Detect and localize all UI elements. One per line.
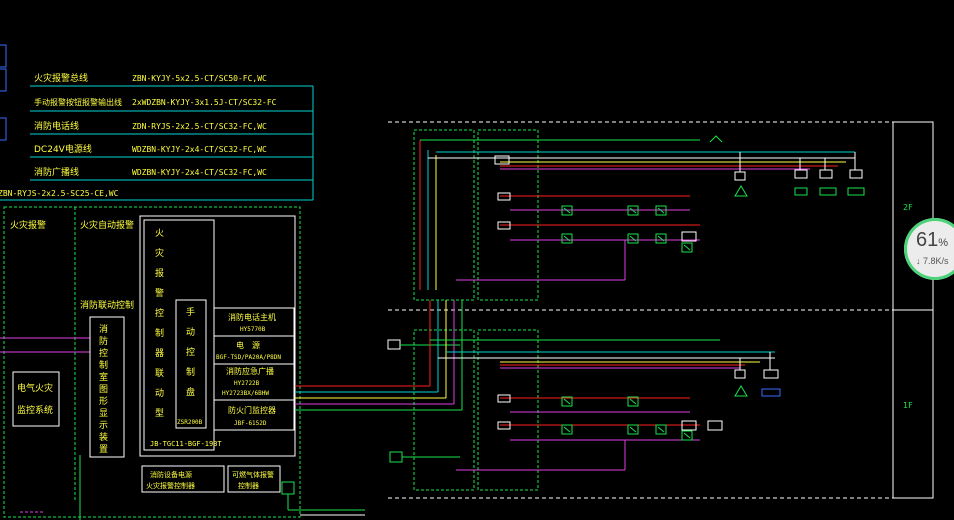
linkage-title: 消防联动控制 <box>80 299 134 311</box>
elec-monitor-line1: 电气火灾 <box>17 382 53 394</box>
vertical-char: 器 <box>155 348 164 359</box>
legend-label-0: 火灾报警总线 <box>34 72 88 84</box>
col1-title: 火灾报警 <box>10 219 46 231</box>
speed-rate: ↓ 7.8K/s <box>916 256 949 266</box>
fire-panel-model: JB-TGC11-BGF-193T <box>150 440 222 448</box>
bottom-box2-line1: 可燃气体报警 <box>232 470 274 479</box>
legend-label-4: 消防广播线 <box>34 166 79 178</box>
vertical-char: 警 <box>155 287 164 299</box>
vertical-char: 制 <box>155 327 164 339</box>
legend-label-2: 消防电话线 <box>34 120 79 132</box>
vertical-char: 制 <box>186 366 195 378</box>
trunk-lines <box>295 385 462 411</box>
legend-cable-4: WDZBN-KYJY-2x4-CT/SC32-FC,WC <box>132 168 267 177</box>
vertical-char: 动 <box>186 327 195 338</box>
col2-title: 火灾自动报警 <box>80 219 134 231</box>
vertical-char: 图 <box>99 384 108 395</box>
module-model2-2: HY2723BX/6BHW <box>222 390 269 397</box>
vertical-char: 灾 <box>155 247 164 259</box>
vertical-char: 形 <box>99 395 108 407</box>
vertical-char: 动 <box>155 388 164 399</box>
floor-label-upper: 2F <box>903 203 913 212</box>
vertical-char: 型 <box>155 408 164 419</box>
legend-extra-cable: ZBN-RYJS-2x2.5-SC25-CE,WC <box>0 189 119 198</box>
bottom-box1-line1: 消防设备电源 <box>150 470 192 479</box>
module-model-2: HY2722B <box>234 380 260 387</box>
legend-table: 火灾报警总线 ZBN-KYJY-5x2.5-CT/SC50-FC,WC 手动报警… <box>0 44 314 201</box>
module-name-3: 防火门监控器 <box>228 405 276 415</box>
module-name-0: 消防电话主机 <box>228 312 276 322</box>
legend-label-3: DC24V电源线 <box>34 143 92 155</box>
module-model-0: HY5770B <box>240 326 266 333</box>
vertical-char: 联 <box>155 368 164 379</box>
vertical-char: 消 <box>99 323 108 335</box>
legend-label-1: 手动报警按钮报警输出线 <box>34 97 122 107</box>
legend-cable-1: 2xWDZBN-KYJY-3x1.5J-CT/SC32-FC <box>132 98 277 107</box>
bottom-box2-line2: 控制器 <box>238 481 259 490</box>
vertical-char: 控 <box>155 307 164 319</box>
module-name-2: 消防应急广播 <box>226 366 274 376</box>
vertical-char: 显 <box>99 408 108 419</box>
upper-floor <box>413 129 865 301</box>
module-model-1: BGF-TSD/PA20A/P8DN <box>216 354 281 361</box>
module-name-1: 电 源 <box>236 340 260 350</box>
vertical-char: 控 <box>186 346 195 358</box>
legend-cable-3: WDZBN-KYJY-2x4-CT/SC32-FC,WC <box>132 145 267 154</box>
floor-frame: 2F 1F <box>388 121 934 499</box>
vertical-char: 置 <box>99 444 108 455</box>
vertical-char: 控 <box>99 347 108 359</box>
legend-cable-2: ZDN-RYJS-2x2.5-CT/SC32-FC,WC <box>132 122 267 131</box>
vertical-char: 火 <box>155 228 164 239</box>
lower-floor <box>387 300 781 491</box>
vertical-char: 制 <box>99 359 108 371</box>
elec-monitor-line2: 监控系统 <box>17 404 53 416</box>
vertical-char: 防 <box>99 335 108 347</box>
vertical-char: 室 <box>99 371 108 383</box>
legend-cable-0: ZBN-KYJY-5x2.5-CT/SC50-FC,WC <box>132 74 267 83</box>
module-model-3: JBF-6152D <box>234 420 267 427</box>
speed-percent: 61% <box>916 229 949 251</box>
vertical-char: 报 <box>155 267 164 279</box>
bottom-box1-line2: 火灾报警控制器 <box>146 481 195 490</box>
vertical-char: 示 <box>99 421 108 431</box>
network-speed-widget[interactable]: 61% ↓ 7.8K/s <box>904 218 954 280</box>
vertical-char: 手 <box>186 306 195 318</box>
vertical-char: 装 <box>99 431 108 443</box>
manual-panel-model: ZSR200B <box>177 419 203 426</box>
floor-label-lower: 1F <box>903 401 913 410</box>
vertical-char: 盘 <box>186 386 195 398</box>
